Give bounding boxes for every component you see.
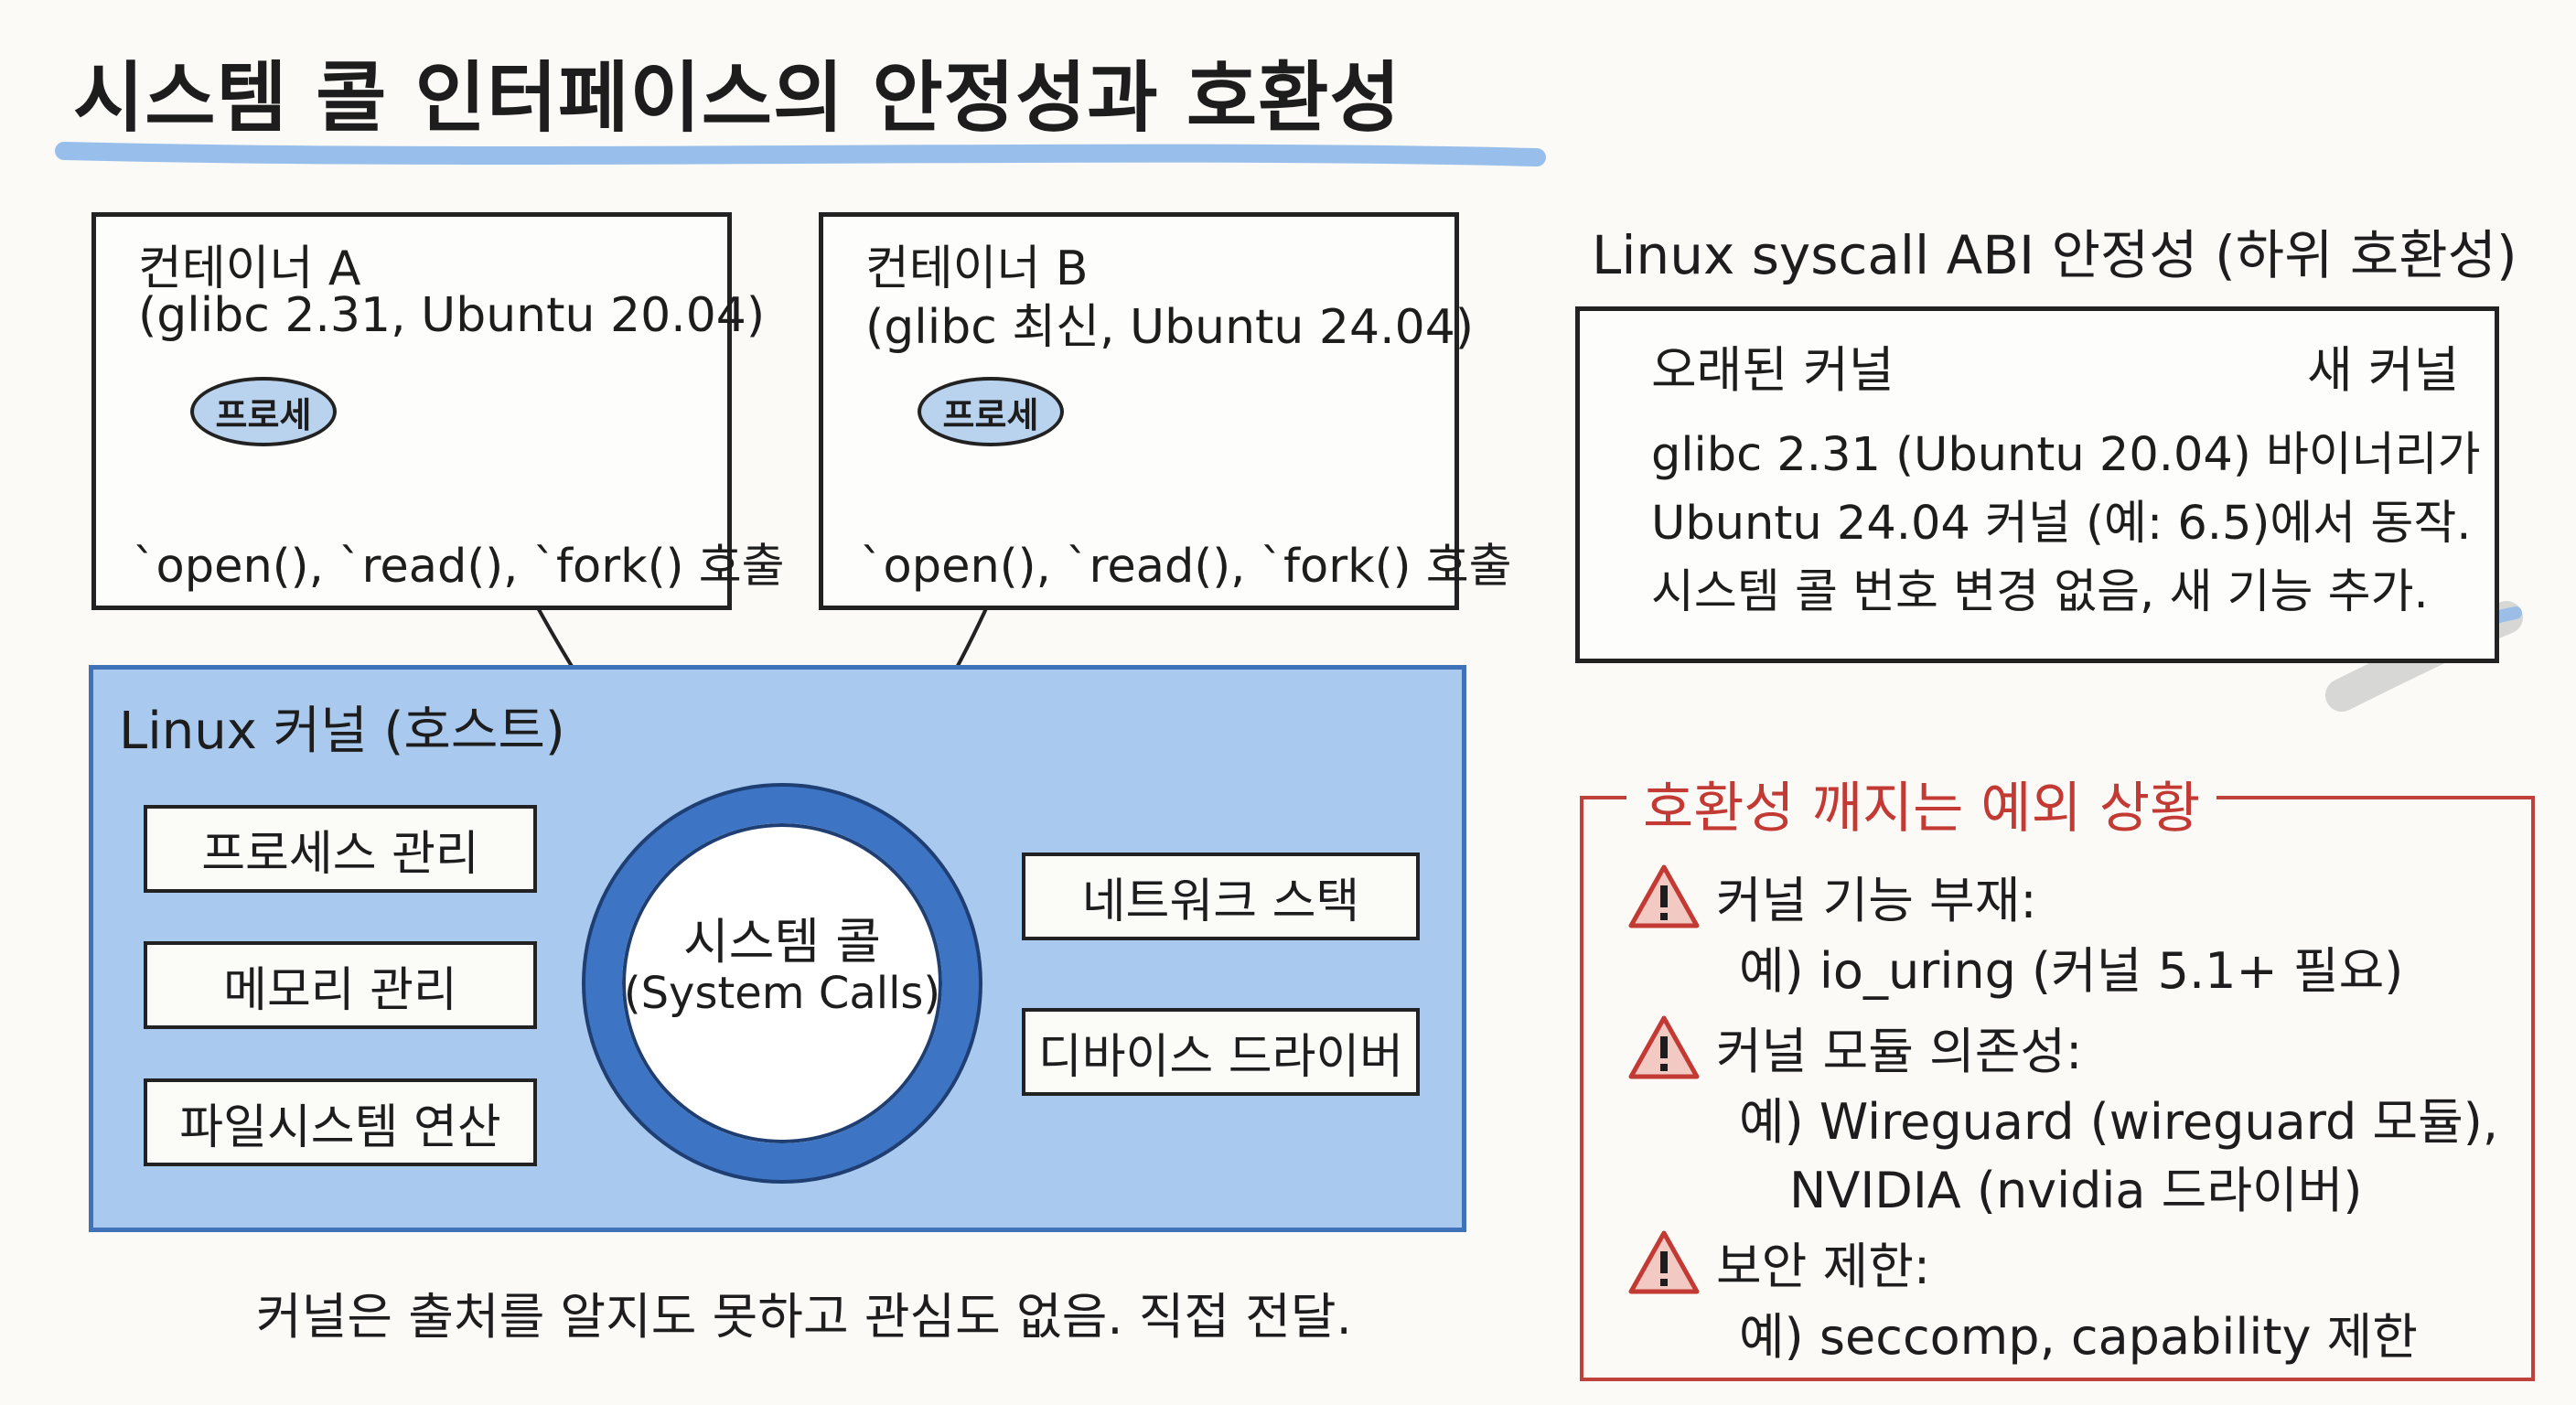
module-device-driver: 디바이스 드라이버	[1022, 1008, 1420, 1096]
module-filesystem-ops: 파일시스템 연산	[144, 1078, 537, 1166]
container-a-calls: `open(), `read(), `fork() 호출	[133, 540, 785, 594]
exception-1-head: 커널 기능 부재:	[1716, 872, 2037, 929]
container-b-calls: `open(), `read(), `fork() 호출	[860, 540, 1512, 594]
abi-old-kernel: 오래된 커널	[1651, 341, 1894, 399]
warning-icon	[1628, 1230, 1700, 1294]
container-a-title: 컨테이너 A	[138, 241, 361, 296]
exceptions-box: 커널 기능 부재: 예) io_uring (커널 5.1+ 필요) 커널 모듈…	[1580, 796, 2535, 1381]
abi-box: 오래된 커널 새 커널 glibc 2.31 (Ubuntu 20.04) 바이…	[1575, 306, 2499, 663]
container-a-subtitle: (glibc 2.31, Ubuntu 20.04)	[138, 288, 766, 343]
warning-icon	[1628, 1015, 1700, 1079]
exception-2-example-1: 예) Wireguard (wireguard 모듈),	[1739, 1093, 2498, 1151]
title-underline	[55, 142, 1546, 166]
exception-1-example: 예) io_uring (커널 5.1+ 필요)	[1739, 942, 2404, 1000]
exceptions-title: 호환성 깨지는 예외 상황	[1626, 764, 2217, 843]
module-process-management: 프로세스 관리	[144, 805, 537, 893]
container-b-process: 프로세	[918, 377, 1064, 446]
module-network-stack: 네트워크 스택	[1022, 853, 1420, 940]
page-title: 시스템 콜 인터페이스의 안정성과 호환성	[73, 53, 1401, 143]
abi-title: Linux syscall ABI 안정성 (하위 호환성)	[1592, 224, 2517, 286]
abi-line-3: 시스템 콜 번호 변경 없음, 새 기능 추가.	[1651, 565, 2429, 619]
module-memory-management: 메모리 관리	[144, 941, 537, 1029]
abi-new-kernel: 새 커널	[2307, 341, 2460, 399]
syscall-sublabel: (System Calls)	[623, 968, 941, 1019]
syscall-label: 시스템 콜	[683, 913, 881, 971]
exception-3-example: 예) seccomp, capability 제한	[1739, 1308, 2418, 1366]
exception-2-head: 커널 모듈 의존성:	[1716, 1023, 2083, 1080]
footer-note: 커널은 출처를 알지도 못하고 관심도 없음. 직접 전달.	[256, 1288, 1352, 1346]
abi-line-2: Ubuntu 24.04 커널 (예: 6.5)에서 동작.	[1651, 497, 2472, 551]
container-a-process: 프로세	[190, 377, 337, 446]
container-b-box: 컨테이너 B (glibc 최신, Ubuntu 24.04) 프로세 `ope…	[819, 212, 1512, 610]
warning-icon	[1628, 864, 1700, 928]
container-b-subtitle: (glibc 최신, Ubuntu 24.04)	[865, 300, 1475, 355]
container-b-title: 컨테이너 B	[865, 241, 1089, 296]
exception-3-head: 보안 제한:	[1716, 1238, 1931, 1295]
abi-line-1: glibc 2.31 (Ubuntu 20.04) 바이너리가	[1651, 428, 2481, 482]
kernel-title: Linux 커널 (호스트)	[119, 702, 565, 761]
container-a-box: 컨테이너 A (glibc 2.31, Ubuntu 20.04) 프로세 `o…	[91, 212, 785, 610]
exception-2-example-2: NVIDIA (nvidia 드라이버)	[1789, 1162, 2363, 1219]
